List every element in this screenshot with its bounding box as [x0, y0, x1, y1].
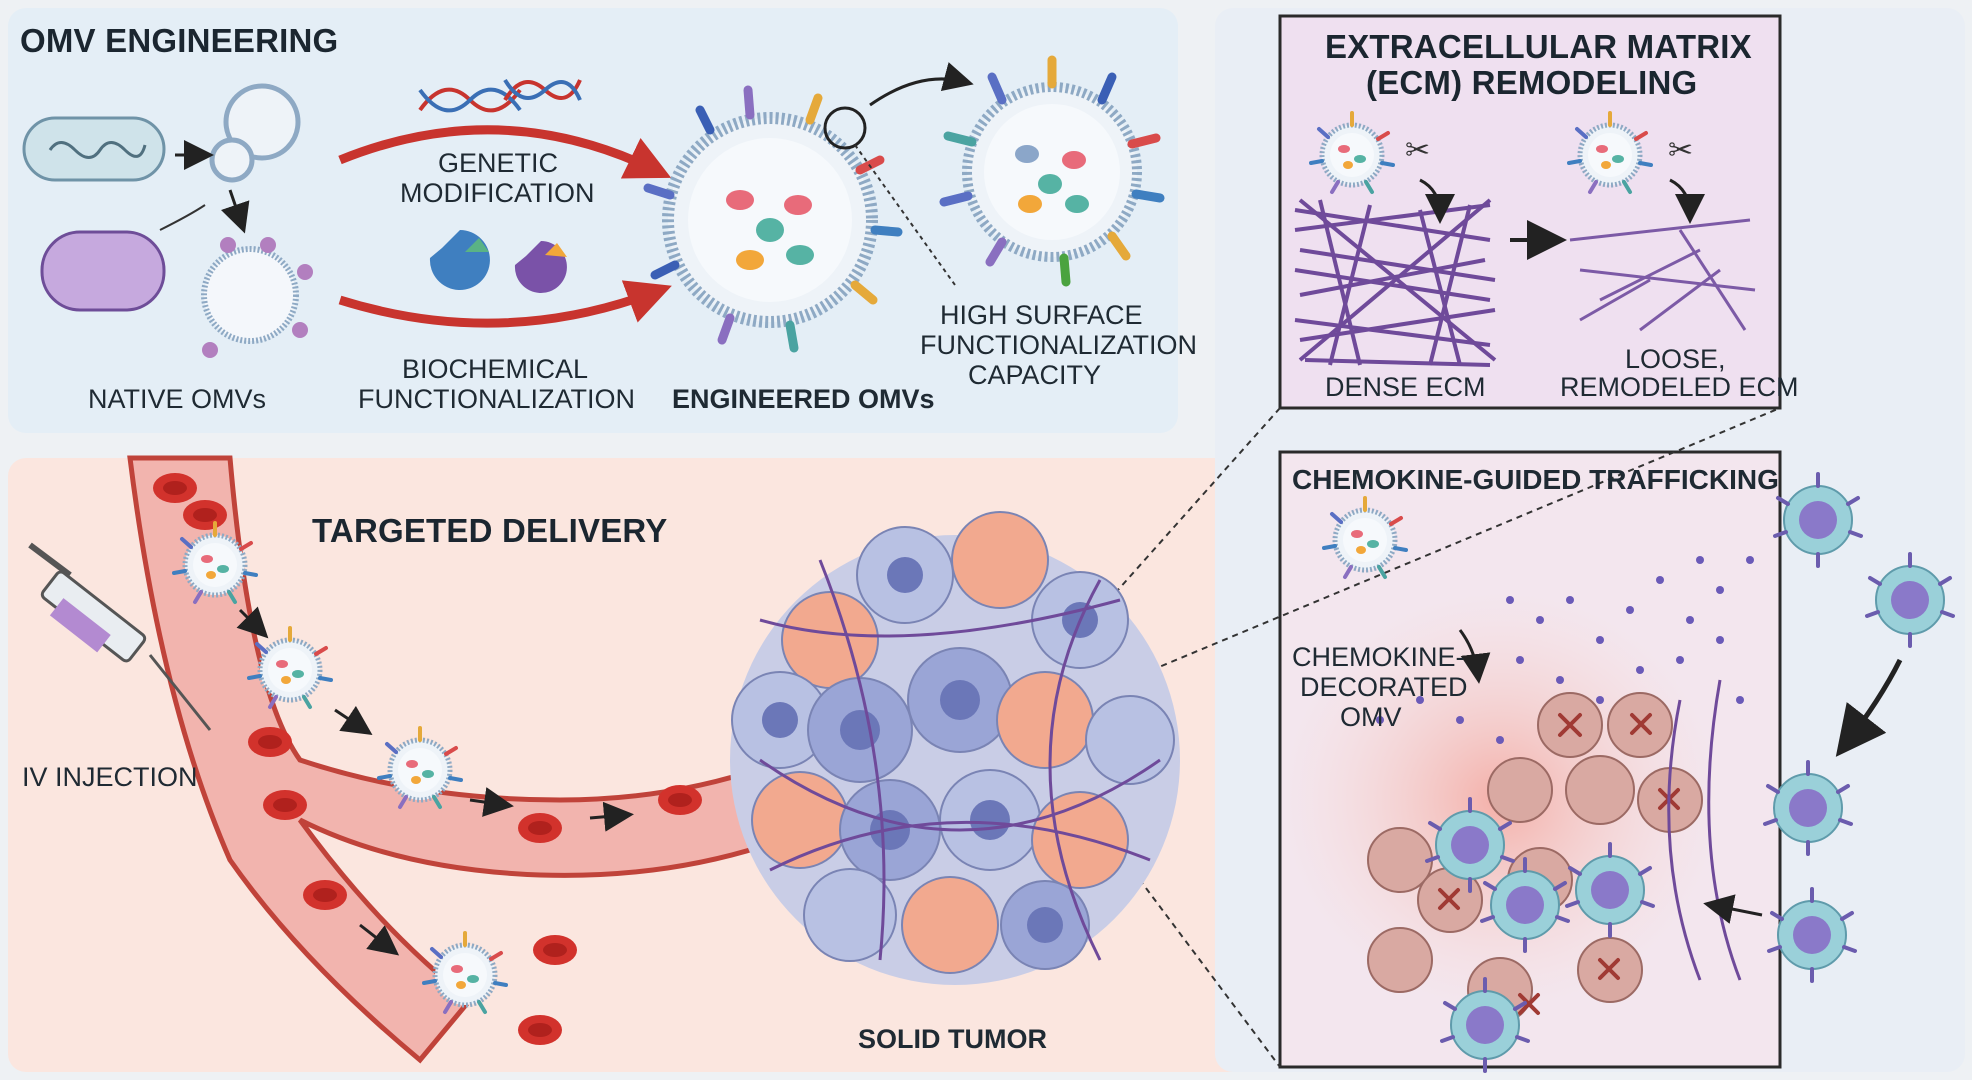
svg-text:✂: ✂: [1405, 134, 1430, 167]
migration-arrow: [1835, 658, 1903, 757]
dna-icon: [418, 78, 582, 113]
high-capacity-omv-icon: [939, 55, 1165, 287]
loose-ecm-label-line1: LOOSE,: [1625, 344, 1726, 374]
engineered-omv-icon: [643, 85, 903, 353]
solid-tumor: [730, 511, 1180, 985]
genetic-arrow: [338, 125, 672, 179]
engineered-omvs-label: ENGINEERED OMVs: [672, 384, 935, 414]
chemokine-omv-label-line3: OMV: [1340, 702, 1402, 732]
loose-ecm-label-line2: REMODELED ECM: [1560, 372, 1799, 402]
chemokine-omv-label-line2: DECORATED: [1300, 672, 1468, 702]
syringe-icon: [28, 542, 212, 731]
trafficking-title: CHEMOKINE-GUIDED TRAFFICKING: [1292, 464, 1779, 495]
loose-ecm-fibers: [1569, 218, 1756, 332]
svg-text:✂: ✂: [1668, 134, 1693, 167]
budding-vesicle-icon: [175, 83, 301, 234]
bacterium-purple-icon: [40, 204, 206, 312]
iv-injection-label: IV INJECTION: [22, 762, 198, 792]
biochem-label-line1: BIOCHEMICAL: [402, 354, 589, 384]
solid-tumor-label: SOLID TUMOR: [858, 1024, 1047, 1054]
bacterium-icon: [22, 116, 166, 182]
ecm-title-line2: (ECM) REMODELING: [1366, 64, 1698, 101]
targeted-delivery-title: TARGETED DELIVERY: [312, 512, 668, 549]
biochem-arrow: [338, 280, 672, 328]
dense-ecm-fibers: [1294, 198, 1497, 367]
biochem-label-line2: FUNCTIONALIZATION: [358, 384, 636, 414]
native-omv-icon: [201, 237, 313, 358]
native-omvs-label: NATIVE OMVs: [88, 384, 267, 414]
genetic-label-line1: GENETIC: [438, 148, 559, 178]
omv-engineering-title: OMV ENGINEERING: [20, 22, 339, 59]
genetic-label-line2: MODIFICATION: [400, 178, 595, 208]
enzyme-icon: [429, 230, 567, 293]
chemokine-omv-label-line1: CHEMOKINE-: [1292, 642, 1465, 672]
ecm-title-line1: EXTRACELLULAR MATRIX: [1325, 28, 1752, 65]
capacity-label-line3: CAPACITY: [968, 360, 1102, 390]
capacity-label-line1: HIGH SURFACE: [940, 300, 1143, 330]
dense-ecm-label: DENSE ECM: [1325, 372, 1486, 402]
blood-vessel: [127, 455, 833, 1064]
chemokine-gradient: [1376, 556, 1754, 744]
capacity-label-line2: FUNCTIONALIZATION: [920, 330, 1198, 360]
